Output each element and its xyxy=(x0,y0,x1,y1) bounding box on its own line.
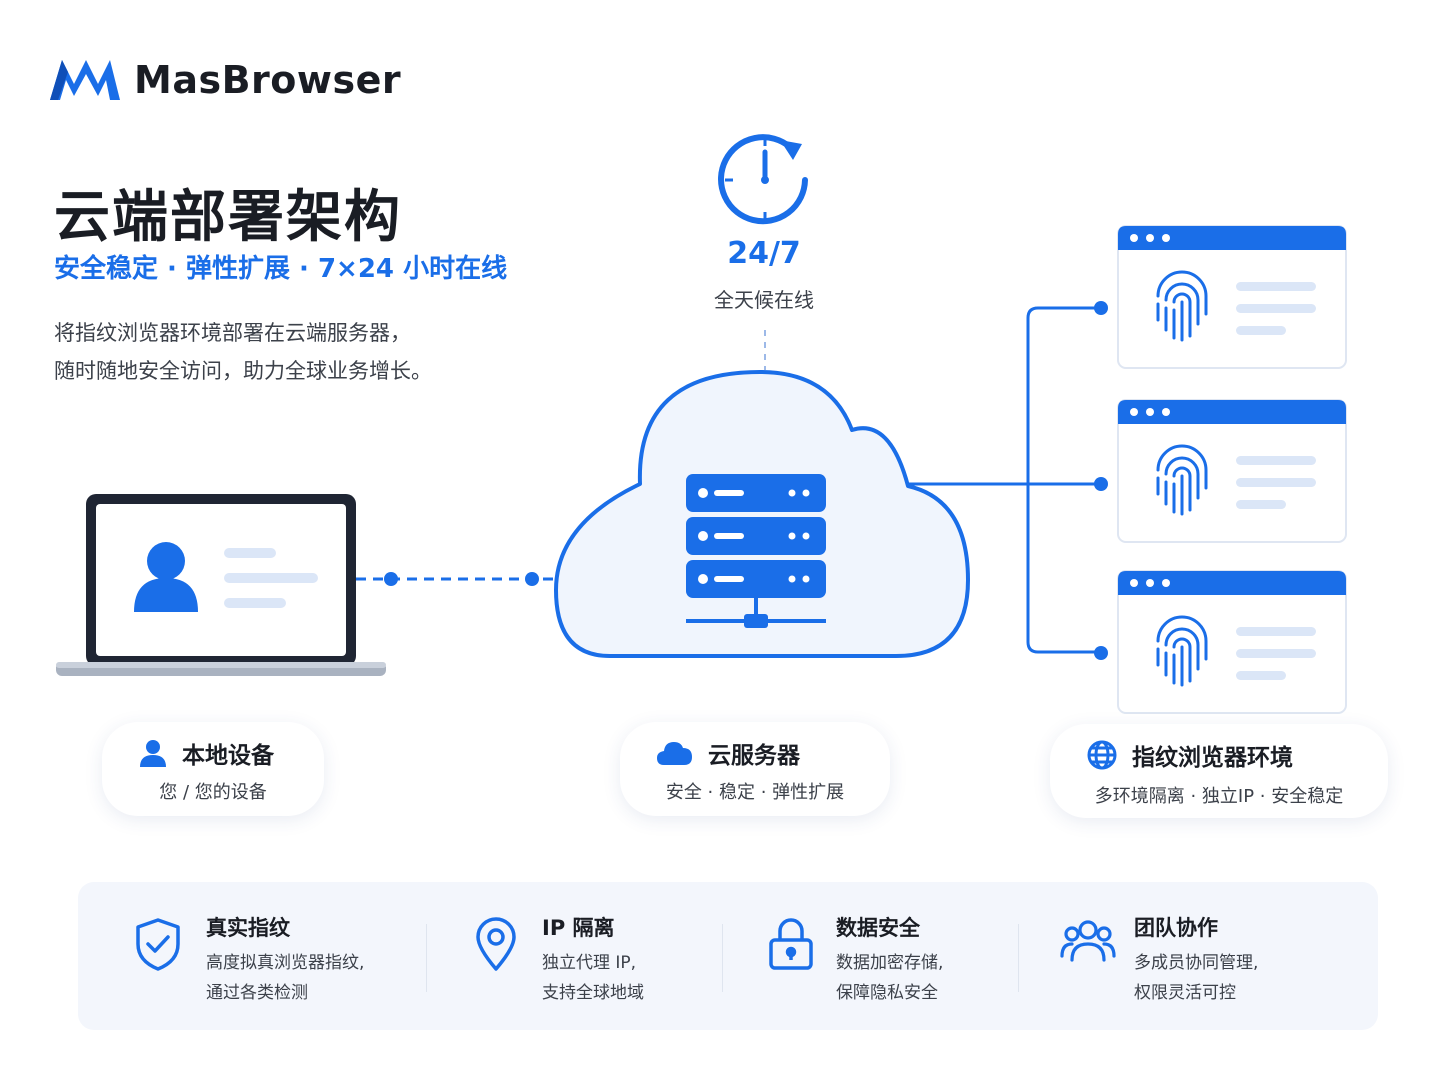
browser-env-card: 指纹浏览器环境 多环境隔离 · 独立IP · 安全稳定 xyxy=(1050,724,1388,818)
fingerprint-icon xyxy=(1156,444,1208,516)
page-description: 将指纹浏览器环境部署在云端服务器， 随时随地安全访问，助力全球业务增长。 xyxy=(54,314,432,390)
fingerprint-icon xyxy=(1156,615,1208,687)
browser-window-3 xyxy=(1117,570,1347,714)
fingerprint-icon xyxy=(1156,270,1208,342)
feature-divider xyxy=(426,924,427,992)
user-avatar-icon xyxy=(134,542,198,612)
local-device-card: 本地设备 您 / 您的设备 xyxy=(102,722,324,816)
feature-title: 真实指纹 xyxy=(206,916,290,940)
feature-desc-line: 支持全球地域 xyxy=(542,983,644,1003)
clock-sublabel: 全天候在线 xyxy=(714,288,814,312)
page-subtitle: 安全稳定 · 弹性扩展 · 7×24 小时在线 xyxy=(54,254,508,284)
features-panel: 真实指纹 高度拟真浏览器指纹, 通过各类检测 IP 隔离 独立代理 IP, 支持… xyxy=(78,882,1378,1030)
shield-check-icon xyxy=(136,918,180,971)
lock-icon xyxy=(769,918,813,970)
feature-desc-line: 通过各类检测 xyxy=(206,983,308,1003)
feature-desc-line: 多成员协同管理, xyxy=(1134,953,1259,973)
cloud-server-title: 云服务器 xyxy=(708,743,800,769)
feature-divider xyxy=(722,924,723,992)
brand-name: MasBrowser xyxy=(134,58,402,102)
feature-desc-line: 权限灵活可控 xyxy=(1134,983,1236,1003)
feature-description: 独立代理 IP, 支持全球地域 xyxy=(542,948,644,1008)
location-pin-icon xyxy=(476,917,516,971)
cloud-icon xyxy=(657,742,692,765)
cloud-shape xyxy=(554,370,970,658)
clock-label: 24/7 xyxy=(727,236,801,271)
architecture-diagram xyxy=(56,134,1347,714)
feature-desc-line: 高度拟真浏览器指纹, xyxy=(206,953,365,973)
brand-logo: MasBrowser xyxy=(48,54,401,106)
description-line-2: 随时随地安全访问，助力全球业务增长。 xyxy=(54,359,432,383)
feature-divider xyxy=(1018,924,1019,992)
laptop-illustration xyxy=(56,494,386,676)
page-title: 云端部署架构 xyxy=(54,185,402,250)
feature-title: 数据安全 xyxy=(836,916,920,940)
mas-logo-icon xyxy=(50,60,120,100)
feature-desc-line: 独立代理 IP, xyxy=(542,953,637,973)
local-device-subtitle: 您 / 您的设备 xyxy=(159,782,267,803)
local-device-title: 本地设备 xyxy=(182,743,274,769)
feature-title: 团队协作 xyxy=(1134,916,1218,940)
cloud-server-card: 云服务器 安全 · 稳定 · 弹性扩展 xyxy=(620,722,890,816)
feature-description: 高度拟真浏览器指纹, 通过各类检测 xyxy=(206,948,364,1008)
clock-refresh-icon xyxy=(718,134,808,225)
cloud-browser-connector xyxy=(908,306,1100,654)
browser-env-title: 指纹浏览器环境 xyxy=(1132,745,1293,771)
connector-dots xyxy=(1094,301,1108,660)
feature-desc-line: 数据加密存储, xyxy=(836,953,944,973)
cloud-server-subtitle: 安全 · 稳定 · 弹性扩展 xyxy=(665,782,845,803)
description-line-1: 将指纹浏览器环境部署在云端服务器， xyxy=(54,321,411,345)
user-icon xyxy=(140,740,166,767)
team-icon xyxy=(1060,920,1116,962)
feature-title: IP 隔离 xyxy=(542,916,615,940)
feature-description: 数据加密存储, 保障隐私安全 xyxy=(836,948,943,1008)
laptop-cloud-connector xyxy=(356,572,556,586)
globe-icon xyxy=(1087,740,1117,770)
server-stack-icon xyxy=(686,474,826,628)
browser-window-2 xyxy=(1117,399,1347,543)
feature-description: 多成员协同管理, 权限灵活可控 xyxy=(1134,948,1258,1008)
browser-env-subtitle: 多环境隔离 · 独立IP · 安全稳定 xyxy=(1094,786,1344,807)
browser-window-1 xyxy=(1117,225,1347,369)
feature-desc-line: 保障隐私安全 xyxy=(836,983,938,1003)
